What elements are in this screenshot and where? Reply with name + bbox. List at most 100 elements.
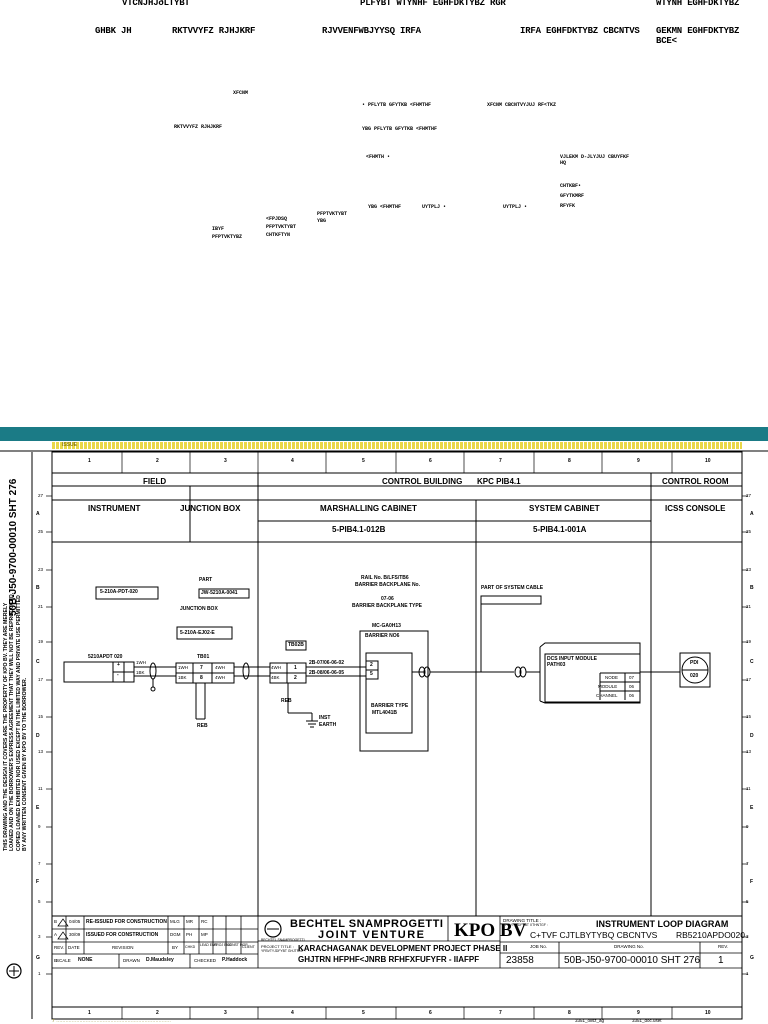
row-number: 19 <box>746 639 752 644</box>
row-letter: C <box>36 659 40 665</box>
pdi-tag-1: PDI <box>690 660 699 666</box>
column-number: 1 <box>88 1010 91 1016</box>
garbled-label: PFPTVKTYBZ <box>212 234 243 240</box>
mc-in-1: 4WH <box>271 665 281 670</box>
jb-tag: 5-210A-EJ02-E <box>180 630 215 636</box>
column-number: 6 <box>429 1010 432 1016</box>
row-number: 7 <box>746 861 749 866</box>
side-notice: THIS DRAWING AND THE DESIGN IT COVERS AR… <box>3 592 29 851</box>
instrument-cable-tag-box <box>95 586 159 600</box>
column-number: 5 <box>362 458 365 464</box>
pdi-console-box <box>679 652 711 688</box>
row-number: 1 <box>38 971 41 976</box>
inst-earth-1: INST <box>319 715 331 721</box>
row-number: 9 <box>38 824 41 829</box>
column-number: 3 <box>224 1010 227 1016</box>
barrier-enclosure <box>359 630 429 752</box>
row-number: 13 <box>746 749 752 754</box>
instrument-tag: 5210APDT 020 <box>88 654 123 660</box>
garbled-label: YBG <FHMTHF <box>368 204 402 210</box>
rev-header-revision: REVISION <box>112 945 134 950</box>
garbled-label: IBYF <box>212 226 225 232</box>
column-number: 1 <box>88 458 91 464</box>
inst-earth-2: EARTH <box>319 722 337 728</box>
rev-b-rev-top: B <box>54 919 58 924</box>
row-number: 21 <box>38 604 44 609</box>
rev-a-chk: PH <box>186 932 193 937</box>
reb-label-2: REB <box>281 698 292 704</box>
rev-b-app: RC <box>201 919 208 924</box>
jb-tag-box <box>176 626 233 640</box>
footer-file-2: 3351_doc.uset <box>632 1018 662 1023</box>
row-number: 25 <box>746 529 752 534</box>
rev-a-by: DGM <box>170 932 181 937</box>
garbled-label: CHTKBF• <box>560 183 582 189</box>
tb-term-2: 8 <box>200 675 203 681</box>
bechtel-logo <box>264 920 282 938</box>
instrument-cable-tag: 5-210A-PDT-020 <box>100 589 138 595</box>
junction-box-label: JUNCTION BOX <box>180 606 218 612</box>
col-instrument: INSTRUMENT <box>88 504 141 513</box>
rev-triangle-b <box>57 918 69 927</box>
node-value: 07 <box>629 675 635 680</box>
barrier-term-1: 2 <box>370 662 373 668</box>
cable-shield-2 <box>242 662 250 680</box>
garbled-label: <FHMTH • <box>366 154 391 160</box>
drawing-title-ru: C+TVF CJTLBYTYBQ CBCNTVS <box>530 930 658 940</box>
checked-value: P.Haddock <box>222 957 248 963</box>
header-text: IRFA EGHFDKTYBZ CBCNTVS <box>520 26 640 36</box>
loop-diagram-sheet: ISSUE <box>0 441 768 1024</box>
rev-a-app: MP <box>201 932 208 937</box>
row-letter: G <box>36 955 40 961</box>
dcs-module-2: PATH03 <box>547 662 566 668</box>
tb-out-1: 4WH <box>215 665 225 670</box>
rev-header-lead: LEAD ENG <box>200 943 218 947</box>
rev-header-const: CONST MGR <box>227 943 248 947</box>
barrier-type: MTL4041B <box>372 710 398 716</box>
row-number: 23 <box>38 567 44 572</box>
row-number: 27 <box>746 493 752 498</box>
row-number: 17 <box>746 677 752 682</box>
barrier-type-label: BARRIER TYPE <box>371 703 409 709</box>
barrier-backplane-no: BARRIER BACKPLANE No. <box>355 582 420 588</box>
header-text: GEKMN EGHFDKTYBZ <box>656 26 740 36</box>
rev-triangle-a <box>57 931 69 940</box>
module-label: MODULE <box>598 684 618 689</box>
project-title: KARACHAGANAK DEVELOPMENT PROJECT PHASE I… <box>298 944 508 953</box>
area-field: FIELD <box>143 477 167 486</box>
row-letter: B <box>36 585 40 591</box>
garbled-label: XFCNM <box>233 90 249 96</box>
col-junction-box: JUNCTION BOX <box>180 504 241 513</box>
mc-wire-1: 2B-07/06-06-02 <box>309 660 345 666</box>
rev-a-date: 30/09 <box>69 932 81 937</box>
part-label: PART <box>199 577 213 583</box>
rev-b-date: 04/05 <box>69 919 81 924</box>
reb-label-1: REB <box>197 723 208 729</box>
joint-venture: JOINT VENTURE <box>318 929 426 941</box>
row-letter: F <box>750 879 754 885</box>
issue-strip <box>52 442 742 449</box>
column-number: 10 <box>705 458 711 464</box>
drawing-title: INSTRUMENT LOOP DIAGRAM <box>596 919 729 929</box>
column-number: 2 <box>156 458 159 464</box>
garbled-label: PFPTVKTYBT <box>317 211 348 217</box>
rev-b-by: MLG <box>170 919 180 924</box>
column-number: 10 <box>705 1010 711 1016</box>
garbled-label: YBG <box>317 218 327 224</box>
barrier-backplane-type: BARRIER BACKPLANE TYPE <box>352 603 423 609</box>
row-number: 5 <box>746 899 749 904</box>
drawing-frame <box>51 451 743 1020</box>
column-number: 7 <box>499 458 502 464</box>
row-number: 3 <box>746 934 749 939</box>
row-number: 21 <box>746 604 752 609</box>
row-number: 9 <box>746 824 749 829</box>
row-letter: C <box>750 659 754 665</box>
column-number: 5 <box>362 1010 365 1016</box>
col-system-tag: 5-PIB4.1-001A <box>533 525 587 534</box>
backplane-no: 07-06 <box>381 596 394 602</box>
job-no: 23858 <box>506 955 534 966</box>
garbled-label: UYTPLJ • <box>503 204 528 210</box>
rev-header-client: CLIENT <box>242 945 255 949</box>
header-text: RKTVVYFZ RJHJKRF <box>172 26 256 36</box>
barrier-module <box>365 652 413 734</box>
